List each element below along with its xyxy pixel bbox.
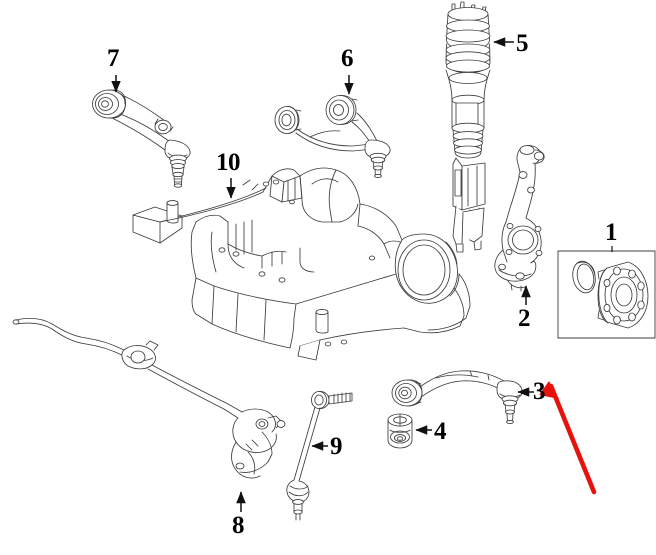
callout-label-2: 2 [518,305,531,332]
callout-label-10: 10 [216,149,241,176]
part-5-air-strut [445,1,491,253]
callout-label-1: 1 [605,219,618,246]
part-3-lower-control-arm [391,370,523,425]
part-2-steering-knuckle [494,145,545,292]
red-highlight-arrow [539,381,597,495]
part-4-bushing [387,413,413,449]
callout-label-6: 6 [341,45,354,72]
part-10-subframe [132,167,471,361]
callout-label-7: 7 [107,45,120,72]
callout-label-4: 4 [434,418,447,445]
part-1-hub-bearing-box [557,250,656,339]
callout-label-8: 8 [232,512,245,539]
part-8-stabilizer-bar [12,317,286,479]
part-6-upper-control-arm [274,95,391,179]
callout-label-3: 3 [533,378,546,405]
callout-label-5: 5 [516,30,529,57]
part-7-control-arm [92,89,191,188]
part-9-stabilizer-link [286,391,353,521]
callout-label-9: 9 [330,433,343,460]
